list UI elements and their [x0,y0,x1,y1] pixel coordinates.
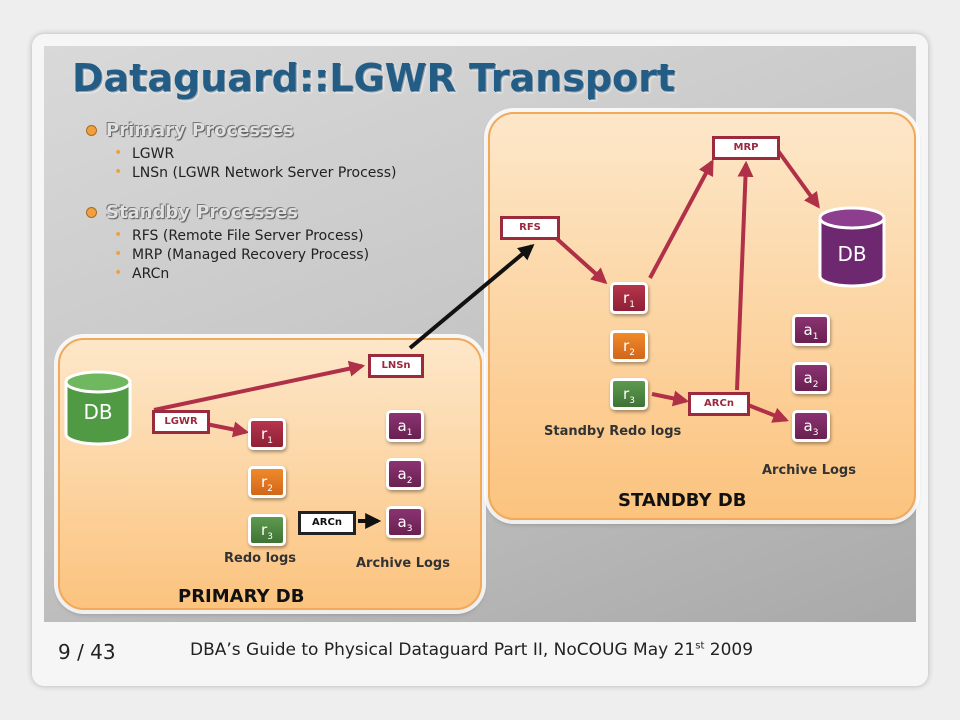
primary-archive-log-a1: a1 [386,410,424,442]
arrow-lgwr-to-lnsn [153,360,366,412]
standby-db-title: STANDBY DB [618,490,747,511]
slide-title: Dataguard::LGWR Transport [72,56,676,100]
page-number: 9 / 43 [58,640,116,664]
lgwr-process-box: LGWR [152,410,210,434]
standby-archive-log-a3: a3 [792,410,830,442]
bullet-icon: • [114,265,123,281]
primary-redo-log-r1: r1 [248,418,286,450]
arrow-mrp-to-db [774,146,820,209]
bullet-dot-icon [86,207,97,218]
footer-text: DBA’s Guide to Physical Dataguard Part I… [190,640,754,660]
rfs-process-box: RFS [500,216,560,240]
standby-arcn-process-box: ARCn [688,392,750,416]
standby-db-cylinder: DB [816,206,888,288]
arrow-r1-to-mrp [648,159,714,279]
arrow-lgwr-to-r1 [205,421,250,438]
bullet-icon: • [114,227,123,243]
mrp-process-box: MRP [712,136,780,160]
primary-arcn-process-box: ARCn [298,511,356,535]
arrow-arcn-to-a3-standby [747,403,789,423]
primary-redo-log-r3: r3 [248,514,286,546]
arrow-r3-to-arcn [651,390,690,407]
standby-archive-log-a2: a2 [792,362,830,394]
database-icon [64,370,132,446]
primary-redo-log-r2: r2 [248,466,286,498]
standby-archive-log-a1: a1 [792,314,830,346]
standby-redo-log-r3: r3 [610,378,648,410]
primary-archive-caption: Archive Logs [356,556,450,571]
lnsn-process-box: LNSn [368,354,424,378]
bullet-arcn: • ARCn [114,265,170,282]
standby-archive-caption: Archive Logs [762,463,856,478]
primary-db-title: PRIMARY DB [178,586,305,607]
arrow-lnsn-to-rfs [408,243,535,350]
bullet-lgwr: • LGWR [114,145,175,162]
primary-db-cylinder: DB [62,370,134,448]
database-icon [818,206,886,288]
arrow-rfs-to-r1 [554,236,608,285]
primary-archive-log-a3: a3 [386,506,424,538]
bullet-icon: • [114,145,123,161]
bullet-icon: • [114,164,123,180]
bullet-rfs: • RFS (Remote File Server Process) [114,227,364,244]
arrow-arcn-to-mrp [735,160,754,391]
bullet-icon: • [114,246,123,262]
standby-redo-caption: Standby Redo logs [544,424,682,439]
standby-redo-log-r1: r1 [610,282,648,314]
bullet-dot-icon [86,125,97,136]
standby-redo-log-r2: r2 [610,330,648,362]
primary-processes-heading: Primary Processes [86,120,294,141]
bullet-lnsn: • LNSn (LGWR Network Server Process) [114,164,397,181]
standby-processes-heading: Standby Processes [86,202,298,223]
bullet-mrp: • MRP (Managed Recovery Process) [114,246,370,263]
primary-archive-log-a2: a2 [386,458,424,490]
primary-redo-caption: Redo logs [224,551,297,566]
